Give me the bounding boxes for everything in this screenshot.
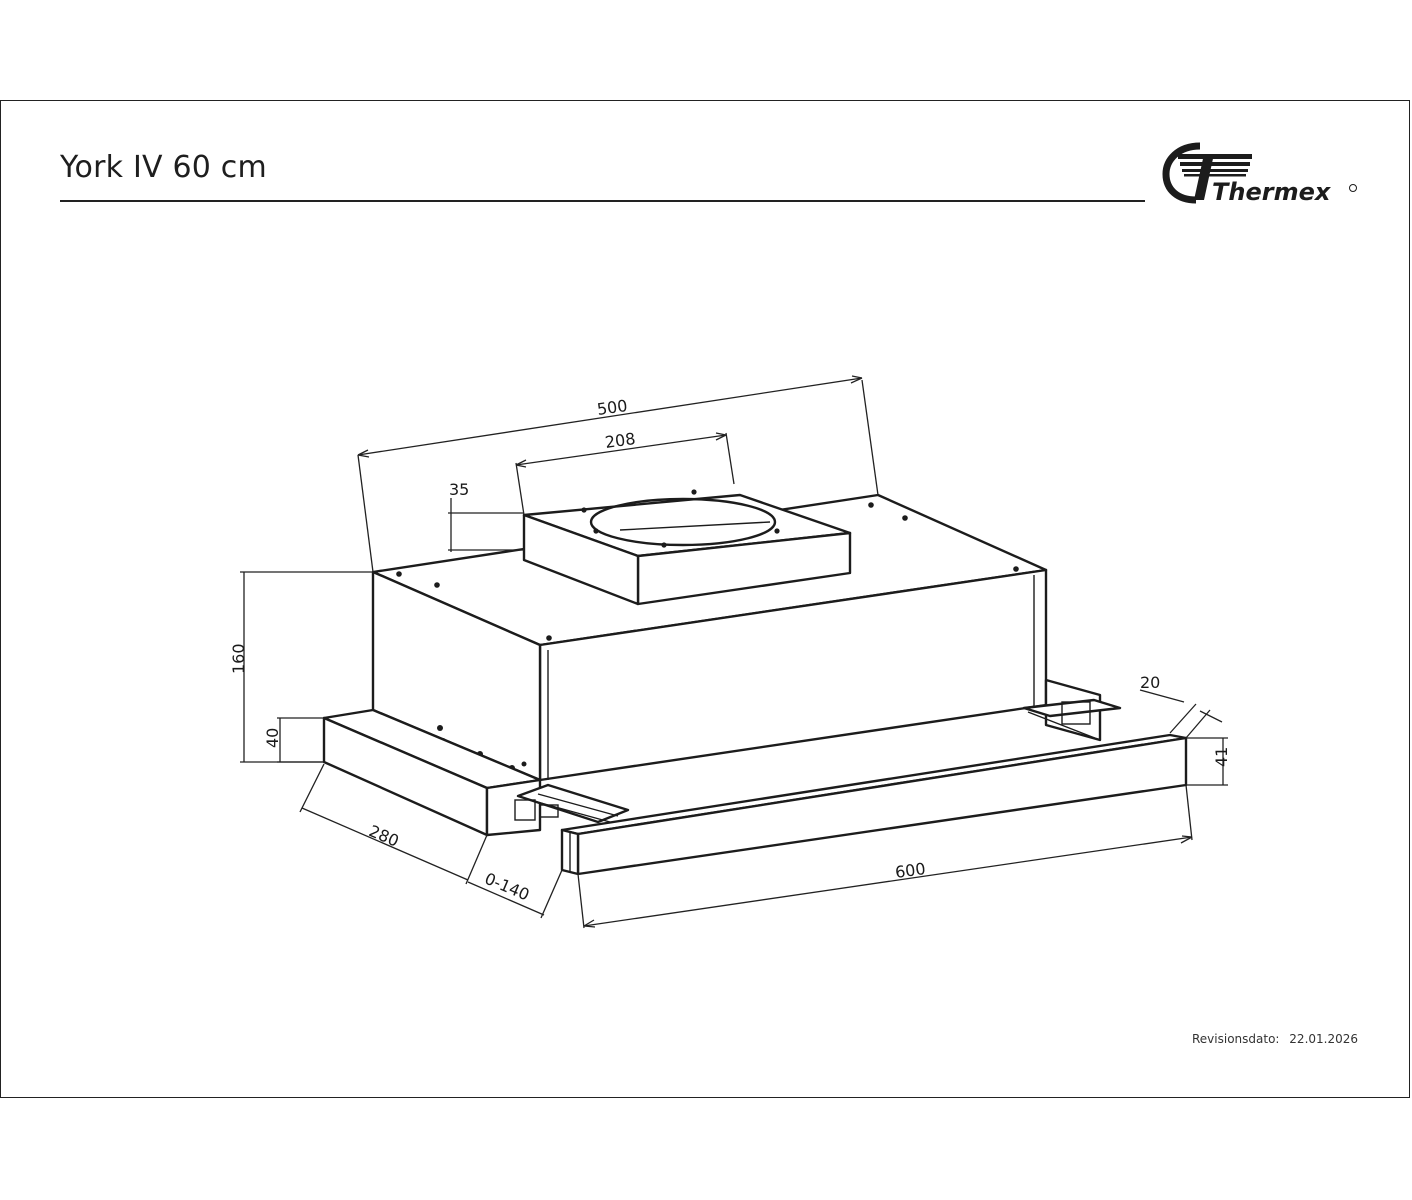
telescopic-rail-left bbox=[514, 783, 630, 824]
dim-label-208: 208 bbox=[604, 429, 637, 452]
rail-bracket-right bbox=[1022, 678, 1122, 742]
drawing-sheet-frame bbox=[0, 100, 1410, 1098]
dim-label-600: 600 bbox=[894, 859, 927, 882]
svg-text:Thermex: Thermex bbox=[1212, 178, 1332, 206]
fixed-lower-tray bbox=[322, 708, 542, 837]
dimension-208: 208 bbox=[515, 429, 735, 516]
title-underline bbox=[60, 200, 1145, 202]
dim-label-35: 35 bbox=[449, 480, 469, 499]
dimension-20: 20 bbox=[1139, 673, 1223, 739]
dimension-0-140: 0-140 bbox=[467, 869, 563, 919]
revision-label: Revisionsdato: bbox=[1192, 1032, 1280, 1046]
dim-label-40: 40 bbox=[263, 728, 282, 748]
dim-label-280: 280 bbox=[366, 821, 402, 850]
dimension-41: 41 bbox=[1186, 737, 1231, 786]
dimension-600: 600 bbox=[577, 784, 1193, 929]
revision-date-note: Revisionsdato: 22.01.2026 bbox=[1192, 1032, 1358, 1046]
dim-label-160: 160 bbox=[229, 643, 248, 674]
exhaust-outlet bbox=[522, 489, 852, 606]
dim-label-41: 41 bbox=[1212, 747, 1231, 767]
revision-date: 22.01.2026 bbox=[1289, 1032, 1359, 1046]
thermex-logo: Thermex bbox=[1162, 142, 1357, 206]
dimension-160: 160 bbox=[229, 571, 373, 763]
dimension-40: 40 bbox=[263, 717, 324, 763]
dimension-500: 500 bbox=[357, 375, 879, 573]
dim-label-20: 20 bbox=[1140, 673, 1160, 692]
page-title: York IV 60 cm bbox=[60, 150, 267, 185]
dim-label-500: 500 bbox=[596, 396, 629, 419]
dimension-35: 35 bbox=[448, 480, 524, 552]
